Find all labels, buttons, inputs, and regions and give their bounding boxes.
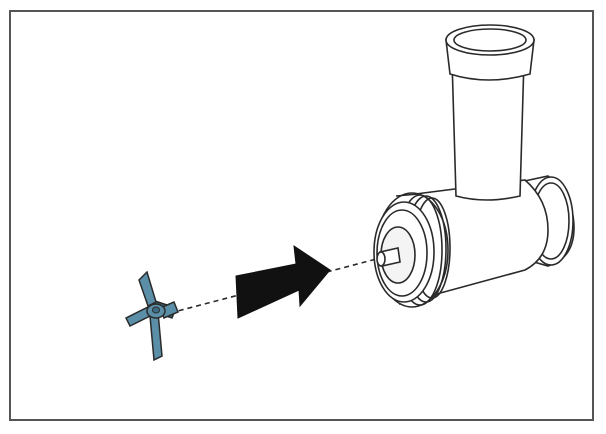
meat-grinder-housing-icon <box>373 24 575 308</box>
insert-direction-arrow-icon <box>235 244 331 319</box>
cross-blade-icon <box>124 270 179 362</box>
